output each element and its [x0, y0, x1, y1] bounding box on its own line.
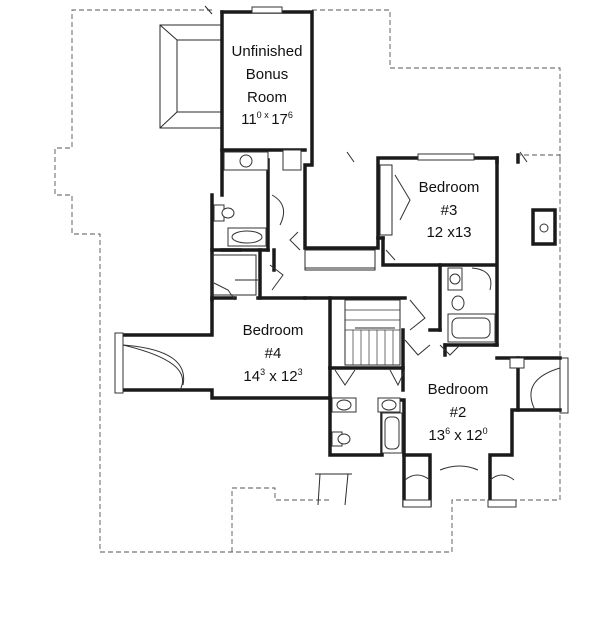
room-label-bedroom2: Bedroom #2 136 x 120 [428, 381, 489, 444]
room-dimensions: 143 x 123 [243, 367, 302, 385]
right-bay [495, 356, 569, 414]
stairs [344, 299, 401, 366]
bonus-bath-fixtures [213, 149, 302, 247]
room-dimensions: 136 x 120 [428, 426, 487, 444]
entry-canopy [315, 473, 352, 506]
dormer [159, 24, 223, 129]
roof-outline [54, 9, 561, 553]
bath-east-fixtures [447, 267, 496, 343]
left-bay [114, 332, 185, 394]
room-name-line: #3 [441, 202, 458, 219]
doors [213, 174, 461, 387]
room-label-bedroom4: Bedroom #4 143 x 123 [243, 322, 304, 385]
room-label-bedroom3: Bedroom #3 12 x13 [419, 179, 480, 241]
interior-walls [210, 148, 499, 400]
room-name-line: Bonus [246, 66, 289, 83]
front-columns [402, 465, 517, 508]
room-dimensions: 12 x13 [426, 224, 471, 241]
room-name-line: Bedroom [428, 381, 489, 398]
closets [211, 164, 393, 296]
room-name-line: Bedroom [419, 179, 480, 196]
room-name-line: #2 [450, 404, 467, 421]
room-label-bonus: Unfinished Bonus Room 110 x 176 [232, 43, 303, 128]
room-name-line: Unfinished [232, 43, 303, 60]
room-dimensions: 110 x 176 [241, 110, 293, 128]
windows [204, 5, 528, 163]
room-name-line: #4 [265, 345, 282, 362]
bath-south-fixtures [331, 397, 403, 454]
room-name-line: Bedroom [243, 322, 304, 339]
chimney [531, 208, 557, 246]
room-name-line: Room [247, 89, 287, 106]
